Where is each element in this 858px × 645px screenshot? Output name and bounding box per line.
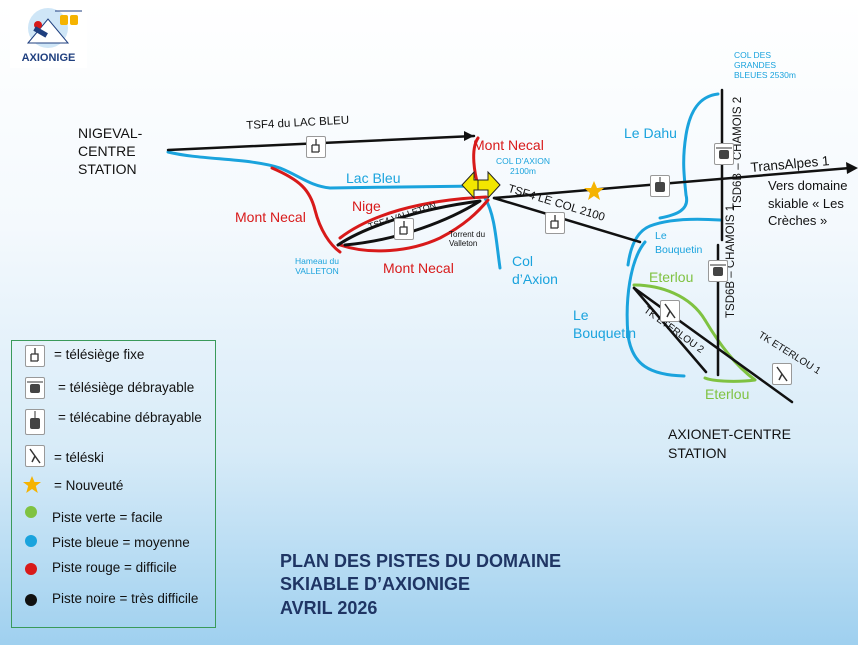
legend-item: = Nouveuté <box>54 478 124 493</box>
fixed-chairlift-icon <box>545 212 565 234</box>
piste-col-axion <box>483 196 502 270</box>
piste-le-bouquetin <box>625 240 686 378</box>
piste-label-eterlou-bottom: Eterlou <box>705 386 750 402</box>
black-dot-icon <box>25 594 37 606</box>
green-dot-icon <box>25 506 37 518</box>
axionet-station-label: AXIONET-CENTRE STATION <box>668 426 791 461</box>
legend-item: Piste verte = facile <box>52 510 163 525</box>
gondola-icon <box>650 175 670 197</box>
piste-mont-necal-bottom <box>338 198 490 253</box>
detachable-chairlift-icon <box>714 143 734 165</box>
logo-text: AXIONIGE <box>21 52 76 64</box>
fixed-chairlift-icon <box>25 345 45 367</box>
red-dot-icon <box>25 563 37 575</box>
piste-nige <box>338 195 488 240</box>
nigeval-station-label: NIGEVAL- CENTRE STATION <box>78 125 143 178</box>
new-star-icon <box>584 181 604 200</box>
piste-le-bouquetin-upper <box>626 217 722 267</box>
lift-tsf4-col <box>492 196 642 244</box>
lift-transalpes <box>492 166 852 200</box>
legend: = télésiège fixe = télésiège débrayable … <box>11 340 216 628</box>
legend-item: = télécabine débrayable <box>58 410 202 425</box>
fixed-chairlift-icon <box>306 136 326 158</box>
surface-lift-icon <box>772 363 792 385</box>
piste-mont-necal-left <box>270 166 342 254</box>
title-line: SKIABLE D’AXIONIGE <box>280 574 471 595</box>
gondola-icon <box>25 409 45 435</box>
detachable-chairlift-icon <box>25 377 45 399</box>
piste-label-mont-necal-bottom: Mont Necal <box>383 260 454 276</box>
blue-dot-icon <box>25 535 37 547</box>
skier-logo-icon <box>26 8 82 48</box>
surface-lift-icon <box>660 300 680 322</box>
piste-eterlou-bottom <box>703 318 757 383</box>
piste-label-mont-necal-top: Mont Necal <box>473 137 544 153</box>
piste-label-mont-necal-left: Mont Necal <box>235 209 306 225</box>
piste-noire-valleton <box>336 199 482 247</box>
legend-item: = téléski <box>54 450 104 465</box>
piste-le-dahu <box>658 92 720 220</box>
legend-item: = télésiège fixe <box>54 347 145 362</box>
piste-label-lac-bleu: Lac Bleu <box>346 170 401 186</box>
piste-label-nige: Nige <box>352 198 381 214</box>
title-line: PLAN DES PISTES DU DOMAINE <box>280 551 562 571</box>
lift-tk-eterlou2 <box>632 286 708 374</box>
star-icon <box>23 476 41 493</box>
piste-lac-bleu <box>166 150 482 190</box>
fixed-chairlift-icon <box>394 218 414 240</box>
piste-label-le-dahu: Le Dahu <box>624 125 677 141</box>
logo: AXIONIGE <box>10 5 87 68</box>
arrow-lac-bleu <box>464 131 474 141</box>
detachable-chairlift-icon <box>708 260 728 282</box>
legend-item: = télésiège débrayable <box>58 380 195 395</box>
legend-item: Piste rouge = difficile <box>52 560 177 575</box>
title-line: AVRIL 2026 <box>280 597 378 618</box>
piste-label-eterlou-top: Eterlou <box>649 269 694 285</box>
piste-eterlou-top <box>632 283 707 322</box>
legend-item: Piste bleue = moyenne <box>52 535 190 550</box>
arrow-transalpes <box>846 162 858 174</box>
legend-item: Piste noire = très difficile <box>52 591 199 606</box>
col-arrow-icon <box>461 170 501 200</box>
map-title: PLAN DES PISTES DU DOMAINE SKIABLE D’AXI… <box>280 550 561 620</box>
surface-lift-icon <box>25 445 45 467</box>
